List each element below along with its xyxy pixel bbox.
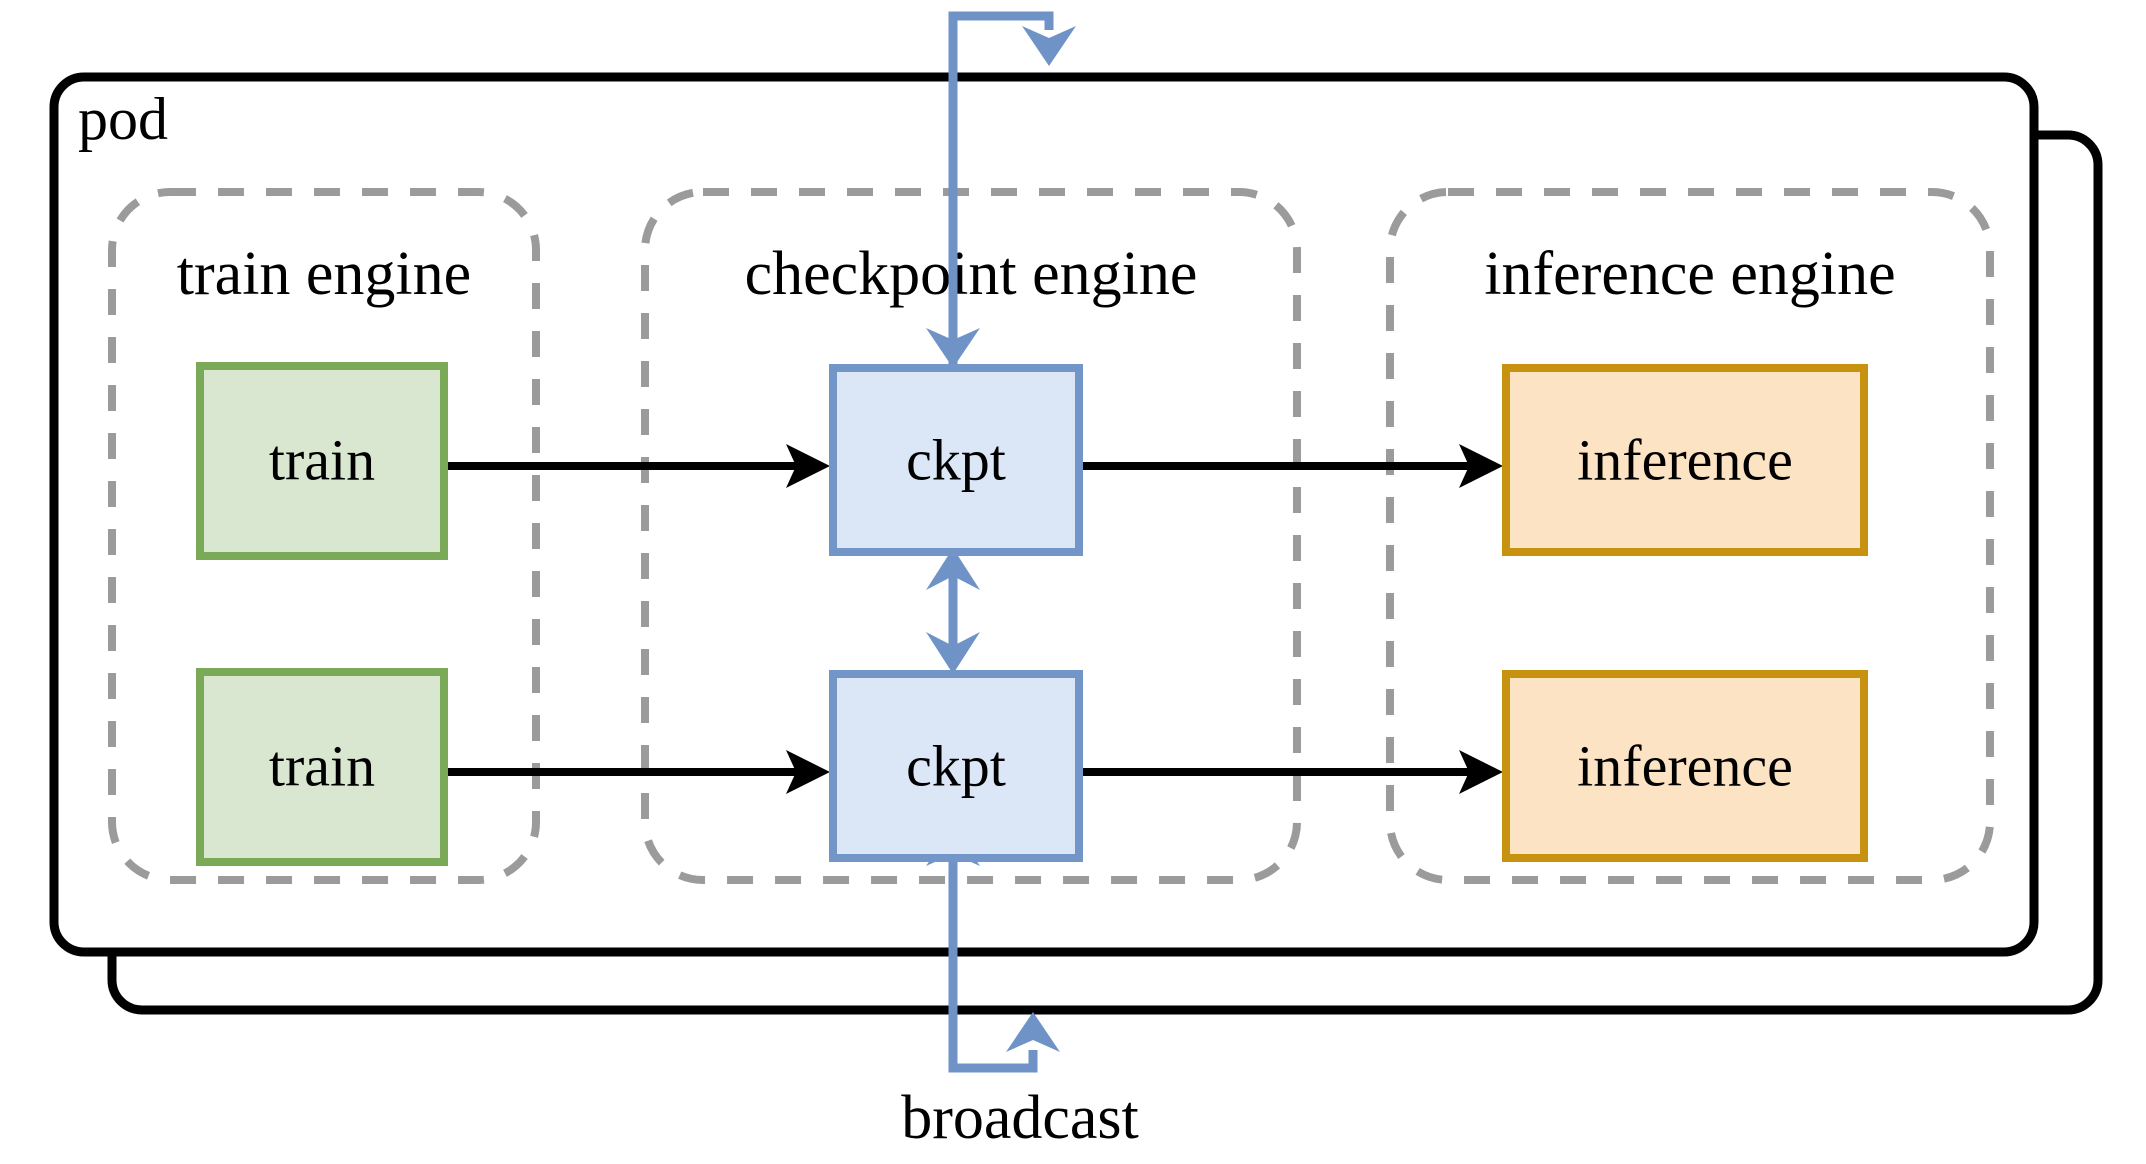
arrowhead-ckpt-to-inference-top	[1459, 444, 1503, 488]
engine-label-train: train engine	[177, 240, 471, 308]
arrowhead-train-to-ckpt-bottom	[786, 750, 830, 794]
engine-label-inference: inference engine	[1484, 240, 1895, 308]
arrowhead-ckpt-to-inference-bottom	[1459, 750, 1503, 794]
engine-container-train	[108, 188, 540, 884]
node-label-train-top: train	[269, 427, 375, 492]
arrowhead-broadcast-top-into-ckpt	[926, 328, 980, 368]
node-label-train-bottom: train	[269, 733, 375, 798]
node-train-top[interactable]	[196, 362, 448, 560]
broadcast-label: broadcast	[901, 1084, 1139, 1152]
broadcast-loop-top-line	[948, 11, 1054, 368]
node-label-inference-top: inference	[1577, 427, 1793, 492]
arrowhead-train-to-ckpt-top	[786, 444, 830, 488]
broadcast-loop-bottom-line	[948, 826, 1038, 1073]
node-inference-bottom[interactable]	[1502, 670, 1868, 862]
node-label-ckpt-top: ckpt	[906, 427, 1006, 492]
node-ckpt-bottom[interactable]	[829, 670, 1083, 862]
node-ckpt-top[interactable]	[829, 364, 1083, 556]
arrowhead-broadcast-top-external	[1022, 26, 1076, 66]
node-label-ckpt-bottom: ckpt	[906, 733, 1006, 798]
engine-label-checkpoint: checkpoint engine	[745, 240, 1198, 308]
node-train-bottom[interactable]	[196, 668, 448, 866]
engine-container-inference	[1386, 188, 1994, 884]
pod-label: pod	[78, 86, 168, 152]
node-label-inference-bottom: inference	[1577, 733, 1793, 798]
arrowhead-peer-sync-down	[926, 632, 980, 674]
arrowhead-peer-sync-up	[926, 548, 980, 590]
node-inference-top[interactable]	[1502, 364, 1868, 556]
arrowhead-broadcast-bottom-external	[1006, 1012, 1060, 1052]
engine-container-checkpoint	[641, 188, 1301, 884]
